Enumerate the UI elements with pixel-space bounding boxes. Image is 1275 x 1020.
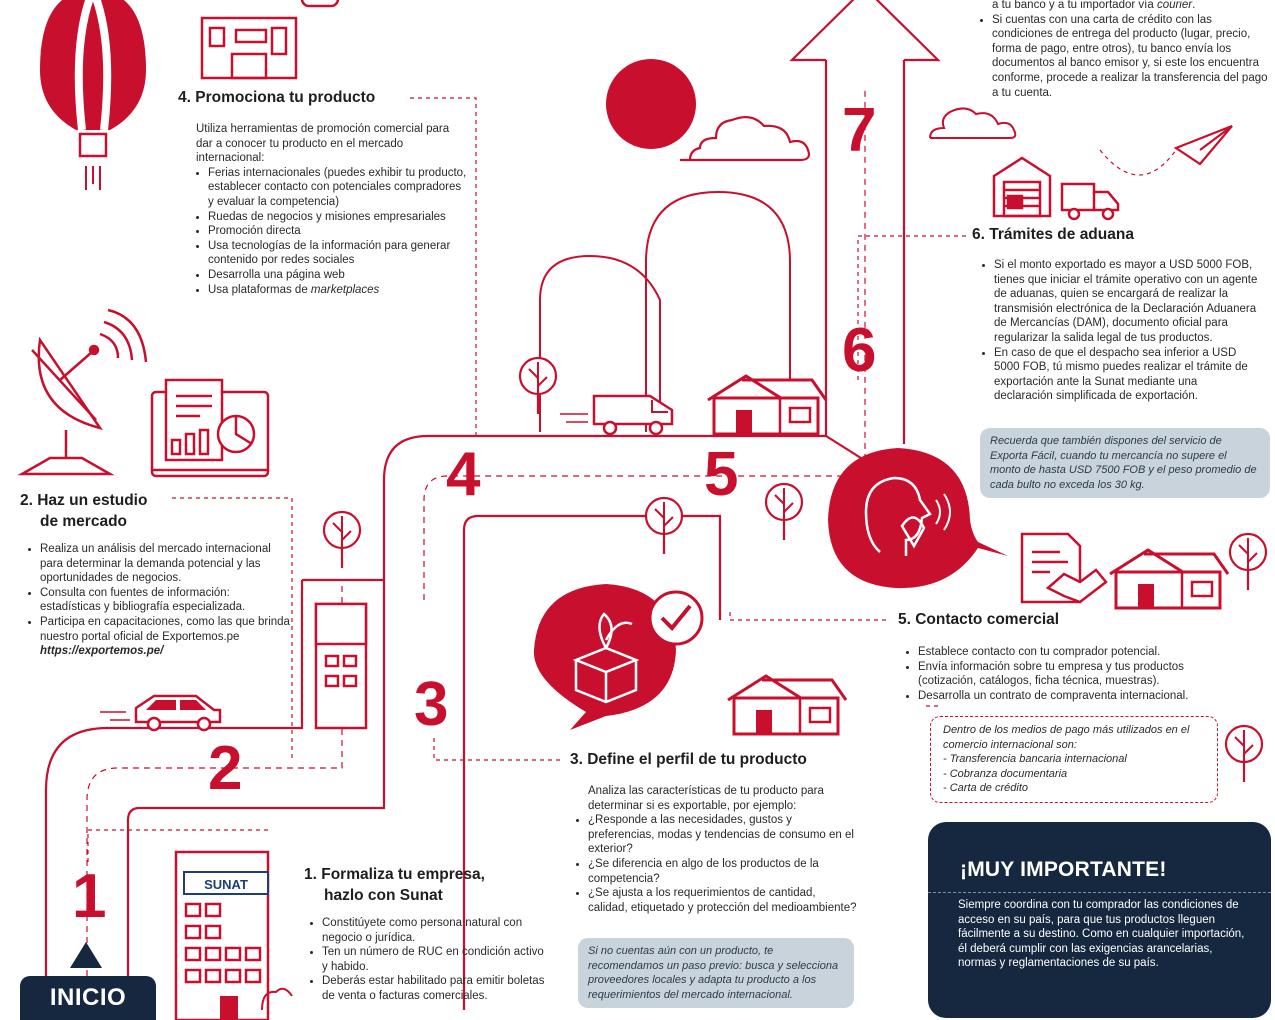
important-divider xyxy=(928,892,1271,893)
path-number-4: 4 xyxy=(446,440,481,509)
step1-item: Deberás estar habilitado para emitir bol… xyxy=(322,974,550,1003)
exportemos-link[interactable]: https://exportemos.pe/ xyxy=(40,645,164,658)
step4-item: Ruedas de negocios y misiones empresaria… xyxy=(208,210,468,225)
hot-air-balloon-icon xyxy=(40,0,146,190)
important-box: ¡MUY IMPORTANTE! Siempre coordina con tu… xyxy=(928,822,1271,1018)
step6-item: Si el monto exportado es mayor a USD 500… xyxy=(994,258,1258,346)
tree-icon xyxy=(322,510,362,570)
satellite-dish-icon xyxy=(17,308,148,476)
step3-body: Analiza las características de tu produc… xyxy=(588,784,858,915)
step6-body: Si el monto exportado es mayor a USD 500… xyxy=(982,258,1258,404)
house-icon xyxy=(1108,548,1230,610)
house-icon xyxy=(706,374,828,436)
product-box-icon xyxy=(533,584,676,730)
step2-item: Participa en capacitaciones, como las qu… xyxy=(40,615,290,659)
path-number-1: 1 xyxy=(72,862,107,931)
cloud-icon xyxy=(929,107,1017,139)
contract-handshake-icon xyxy=(1020,532,1108,604)
up-triangle-icon xyxy=(70,942,102,968)
arrow-up-icon xyxy=(789,0,941,62)
step1-body: Constitúyete como persona natural con ne… xyxy=(310,916,550,1004)
step7-item: Si cuentas con una carta de crédito con … xyxy=(992,13,1272,101)
step5-item: Establece contacto con tu comprador pote… xyxy=(918,645,1236,660)
paper-plane-icon xyxy=(1173,124,1233,166)
step7-text: a tu banco y a tu importador vía courier… xyxy=(992,0,1272,100)
step6-note: Recuerda que también dispones del servic… xyxy=(980,428,1270,498)
path-number-3: 3 xyxy=(414,670,449,739)
important-title: ¡MUY IMPORTANTE! xyxy=(960,858,1167,881)
step4-item: Usa tecnologías de la información para g… xyxy=(208,239,468,268)
step3-item: ¿Responde a las necesidades, gustos y pr… xyxy=(588,813,858,857)
phone-call-person-icon xyxy=(828,448,1008,589)
step5-body: Establece contacto con tu comprador pote… xyxy=(906,645,1236,703)
sunat-building-icon: SUNAT xyxy=(174,850,293,1020)
house-icon xyxy=(726,674,848,736)
tree-icon xyxy=(518,356,558,416)
step4-item: Promoción directa xyxy=(208,224,468,239)
road xyxy=(44,60,906,1020)
step2-item: Consulta con fuentes de información: est… xyxy=(40,586,290,615)
truck-icon xyxy=(1060,182,1120,221)
step1-item: Constitúyete como persona natural con ne… xyxy=(322,916,550,945)
step6-title: 6. Trámites de aduana xyxy=(972,226,1134,243)
tree-icon xyxy=(1228,532,1268,592)
important-body: Siempre coordina con tu comprador las co… xyxy=(958,899,1245,970)
sun-icon xyxy=(606,59,696,149)
step6-item: En caso de que el despacho sea inferior … xyxy=(994,346,1258,404)
step3-title: 3. Define el perfil de tu producto xyxy=(570,751,807,768)
step7-courier: courier xyxy=(1156,0,1193,11)
payments-box: Dentro de los medios de pago más utiliza… xyxy=(930,716,1218,803)
payment-item: Transferencia bancaria internacional xyxy=(943,752,1205,767)
tree-icon xyxy=(764,482,804,542)
payment-item: Cobranza documentaria xyxy=(943,767,1205,782)
monitor-chart-icon xyxy=(150,378,270,478)
path-number-6: 6 xyxy=(842,316,877,385)
step4-intro: Utiliza herramientas de promoción comerc… xyxy=(196,123,450,165)
step5-item: Envía información sobre tu empresa y tus… xyxy=(918,660,1236,689)
payments-intro: Dentro de los medios de pago más utiliza… xyxy=(943,724,1190,751)
van-icon xyxy=(560,394,674,436)
start-label: INICIO xyxy=(20,976,156,1020)
step3-intro: Analiza las características de tu produc… xyxy=(588,785,824,812)
path-number-5: 5 xyxy=(704,440,739,509)
step2-title: 2. Haz un estudio de mercado xyxy=(20,492,148,530)
path-number-7: 7 xyxy=(842,96,877,165)
checkmark-icon xyxy=(648,590,704,646)
step1-item: Ten un número de RUC en condición activo… xyxy=(322,945,550,974)
warehouse-icon xyxy=(992,156,1052,218)
sunat-logo: SUNAT xyxy=(204,877,248,892)
step5-item: Desarrolla un contrato de compraventa in… xyxy=(918,689,1236,704)
building-icon xyxy=(200,0,340,80)
cloud-icon xyxy=(680,115,811,162)
car-icon xyxy=(100,694,222,732)
step3-item: ¿Se ajusta a los requerimientos de canti… xyxy=(588,886,858,915)
step2-body: Realiza un análisis del mercado internac… xyxy=(28,542,290,659)
step4-item: Usa plataformas de marketplaces xyxy=(208,283,468,298)
step7-top-line: a tu banco y a tu importador vía xyxy=(992,0,1157,11)
payment-item: Carta de crédito xyxy=(943,781,1205,796)
step3-item: ¿Se diferencia en algo de los productos … xyxy=(588,857,858,886)
path-number-2: 2 xyxy=(208,734,243,803)
step4-title: 4. Promociona tu producto xyxy=(178,89,376,106)
tree-icon xyxy=(644,496,684,556)
step1-title: 1. Formaliza tu empresa, hazlo con Sunat xyxy=(304,866,485,904)
step4-item: Desarrolla una página web xyxy=(208,268,468,283)
tower-building-icon xyxy=(314,602,368,730)
step3-note: Si no cuentas aún con un producto, te re… xyxy=(578,938,854,1008)
step5-title: 5. Contacto comercial xyxy=(898,611,1060,628)
step4-body: Utiliza herramientas de promoción comerc… xyxy=(196,122,468,297)
step2-item: Realiza un análisis del mercado internac… xyxy=(40,542,290,586)
step4-item: Ferias internacionales (puedes exhibir t… xyxy=(208,166,468,210)
tree-icon xyxy=(1224,724,1264,784)
